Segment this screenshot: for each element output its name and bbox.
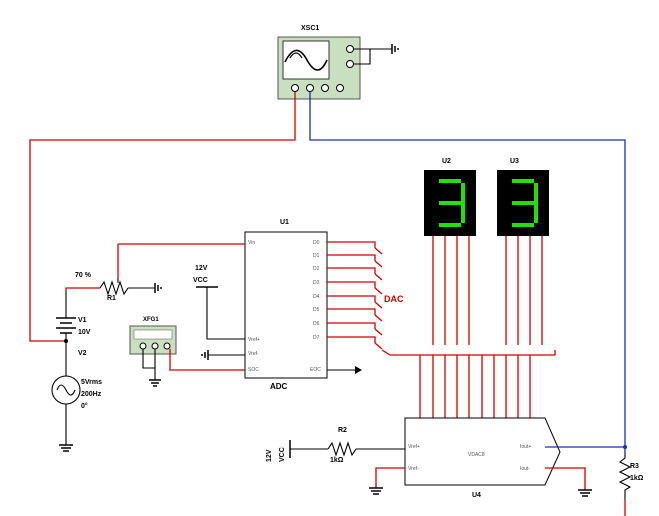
svg-text:SOC: SOC [248, 367, 259, 373]
r1-percent: 70 % [75, 272, 92, 279]
svg-text:12V: 12V [195, 265, 208, 272]
svg-text:200Hz: 200Hz [81, 391, 102, 398]
svg-text:D3: D3 [313, 280, 320, 286]
seven-segment-digit-u3 [512, 179, 538, 227]
resistor-r2-icon [327, 441, 357, 457]
ground-icon [369, 487, 383, 495]
svg-text:0°: 0° [81, 402, 88, 410]
svg-text:U3: U3 [510, 158, 519, 165]
svg-text:5Vrms: 5Vrms [81, 379, 102, 386]
svg-text:Vref+: Vref+ [408, 444, 420, 450]
svg-text:1kΩ: 1kΩ [630, 475, 644, 482]
svg-text:U4: U4 [472, 492, 481, 499]
svg-text:Vref-: Vref- [408, 466, 419, 472]
display-u2: U2 [424, 158, 476, 345]
svg-text:V1: V1 [78, 317, 87, 324]
svg-text:D2: D2 [313, 266, 320, 272]
svg-text:Iout+: Iout+ [520, 444, 531, 450]
ground-icon [391, 44, 399, 54]
function-generator-xfg1[interactable]: XFG1 [129, 317, 177, 355]
svg-text:D7: D7 [313, 335, 320, 341]
ground-icon [201, 350, 209, 360]
svg-text:R3: R3 [630, 463, 639, 470]
seven-segment-digit-u2 [439, 179, 465, 227]
svg-text:VDAC8: VDAC8 [468, 452, 485, 458]
r1-label: R1 [107, 295, 116, 302]
ground-icon [154, 283, 162, 293]
oscilloscope-xsc1[interactable]: XSC1 [277, 25, 361, 100]
adc-title: ADC [270, 382, 288, 391]
svg-text:1kΩ: 1kΩ [330, 457, 344, 464]
adc-u1[interactable]: U1 Vin Vref+ Vref- SOC D0 D1 D2 D3 D4 D5… [244, 219, 328, 391]
svg-text:VCC: VCC [279, 447, 286, 462]
ground-icon [59, 444, 73, 452]
svg-text:Vref-: Vref- [248, 351, 259, 357]
svg-text:D6: D6 [313, 321, 320, 327]
waveform-icon [284, 49, 328, 71]
svg-text:D5: D5 [313, 307, 320, 313]
ground-icon [578, 489, 592, 497]
battery-v1-icon [56, 317, 76, 334]
segment-a [439, 179, 461, 183]
svg-text:D0: D0 [313, 240, 320, 246]
segment-b [461, 183, 465, 203]
segment-d [439, 223, 461, 227]
svg-text:R2: R2 [338, 427, 347, 434]
resistor-r3-icon [618, 452, 632, 500]
svg-text:Vin: Vin [248, 240, 255, 246]
svg-text:D4: D4 [313, 294, 320, 300]
segment-d [512, 223, 534, 227]
segment-a [512, 179, 534, 183]
segment-b [534, 183, 538, 203]
svg-text:12V: 12V [266, 449, 273, 462]
svg-text:U2: U2 [442, 158, 451, 165]
svg-text:10V: 10V [78, 329, 91, 336]
svg-text:VCC: VCC [193, 277, 208, 284]
svg-text:U1: U1 [280, 219, 289, 226]
svg-text:XFG1: XFG1 [143, 317, 159, 323]
svg-text:Vref+: Vref+ [248, 337, 260, 343]
dac-u4[interactable]: Vref+ Vref- Iout+ Iout- VDAC8 U4 [404, 417, 561, 499]
xsc1-label: XSC1 [301, 25, 319, 32]
svg-text:EOC: EOC [310, 367, 321, 373]
segment-c [461, 203, 465, 223]
segment-c [534, 203, 538, 223]
svg-text:V2: V2 [78, 350, 87, 357]
dac-bus-label: DAC [384, 294, 404, 304]
ground-icon [149, 379, 161, 387]
svg-text:D1: D1 [313, 253, 320, 259]
segment-g [439, 201, 461, 205]
display-u3: U3 [497, 158, 549, 345]
svg-text:Iout-: Iout- [520, 466, 530, 472]
resistor-r1-icon [99, 280, 129, 296]
segment-g [512, 201, 534, 205]
